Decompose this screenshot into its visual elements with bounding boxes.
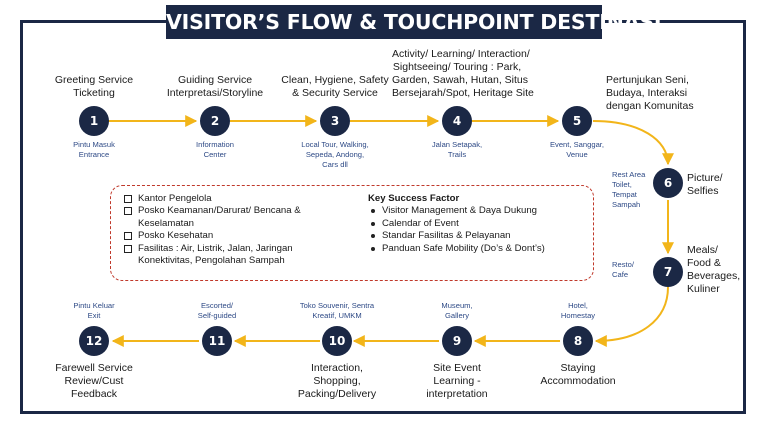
step-4-touchpoint: Jalan Setapak,Trails [431,140,483,159]
step-12-node: 12 [79,326,109,356]
step-1-node: 1 [79,106,109,136]
facilities-list: Kantor Pengelola Posko Keamanan/Darurat/… [124,193,342,267]
step-7-label: Meals/Food & Beverages,Kuliner [687,244,741,295]
step-10-label: Interaction,Shopping, Packing/Delivery [297,362,377,400]
ksf-heading: Key Success Factor [368,193,460,204]
step-8-node: 8 [563,326,593,356]
checkbox-icon [124,195,132,203]
key-success-box: Kantor Pengelola Posko Keamanan/Darurat/… [110,185,594,281]
facility-item: Posko Keamanan/Darurat/ Bencana & Kesela… [124,205,342,230]
connector-5-6 [592,120,674,166]
step-4-node: 4 [442,106,472,136]
step-7-touchpoint: Resto/Cafe [612,260,634,279]
checkbox-icon [124,244,132,253]
step-3-node: 3 [320,106,350,136]
facility-item: Fasilitas : Air, Listrik, Jalan, Jaringa… [124,243,342,268]
step-6-label: Picture/Selfies [687,172,723,197]
ksf-item: Panduan Safe Mobility (Do’s & Dont’s) [368,243,592,255]
step-5-touchpoint: Event, Sanggar,Venue [549,140,605,159]
step-10-node: 10 [322,326,352,356]
step-11-node: 11 [202,326,232,356]
checkbox-icon [124,207,132,216]
checkbox-icon [124,232,132,241]
step-7-node: 7 [653,257,683,287]
ksf-item: Standar Fasilitas & Pelayanan [368,230,592,242]
step-2-node: 2 [200,106,230,136]
step-5-node: 5 [562,106,592,136]
step-5-label: Pertunjukan Seni,Budaya, Interaksi denga… [606,74,694,112]
bullet-icon [371,221,375,226]
facility-item: Kantor Pengelola [124,193,342,205]
bullet-icon [371,246,375,251]
step-9-node: 9 [442,326,472,356]
step-6-node: 6 [653,168,683,198]
facility-item: Posko Kesehatan [124,230,342,242]
step-9-touchpoint: Museum,Gallery [441,301,473,320]
ksf-list: Key Success Factor Visitor Management & … [368,193,592,255]
step-3-touchpoint: Local Tour, Walking,Sepeda, Andong, Cars… [301,140,369,169]
ksf-item: Visitor Management & Daya Dukung [368,205,592,217]
step-8-touchpoint: Hotel,Homestay [560,301,596,320]
step-4-label: Activity/ Learning/ Interaction/Sightsee… [392,48,534,99]
diagram-title: VISITOR’S FLOW & TOUCHPOINT DESTINASI [166,5,662,39]
step-3-label: Clean, Hygiene, Safety& Security Service [281,74,389,99]
ksf-item: Calendar of Event [368,218,592,230]
bullet-icon [371,234,375,239]
step-11-touchpoint: Escorted/Self-guided [197,301,237,320]
bullet-icon [371,209,375,214]
connector-7-8 [594,286,669,347]
